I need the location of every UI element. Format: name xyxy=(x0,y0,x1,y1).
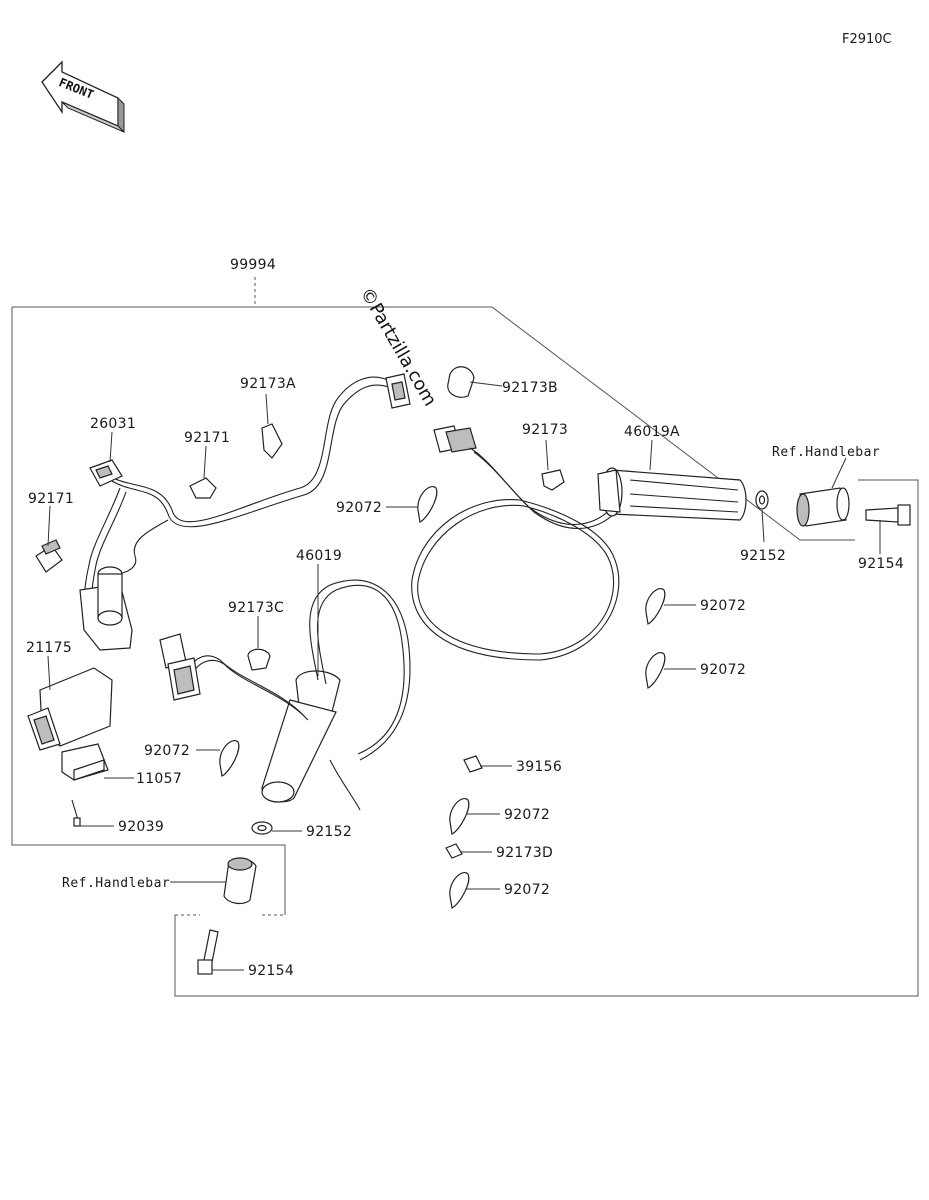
wiring-harness xyxy=(79,373,411,651)
washer-92152-right xyxy=(755,490,769,510)
clip-92072-b xyxy=(645,588,666,625)
left-connector xyxy=(159,633,201,701)
label-92173C: 92173C xyxy=(228,600,284,616)
label-21175: 21175 xyxy=(26,640,72,656)
screw-92039 xyxy=(71,799,81,827)
label-92173B: 92173B xyxy=(502,380,558,396)
label-99994: 99994 xyxy=(230,257,276,273)
right-grip-wire xyxy=(411,425,620,661)
leader-lines xyxy=(47,381,881,971)
clip-92072-f xyxy=(449,872,470,909)
bolt-92154-left xyxy=(197,929,219,975)
control-unit-21175 xyxy=(27,667,113,751)
pad-39156 xyxy=(463,755,483,773)
label-92072-f: 92072 xyxy=(504,882,550,898)
clamp-92171-top xyxy=(189,477,217,499)
label-92154-right: 92154 xyxy=(858,556,904,572)
label-92152-left: 92152 xyxy=(306,824,352,840)
label-26031: 26031 xyxy=(90,416,136,432)
handlebar-end-left xyxy=(223,857,257,905)
label-46019: 46019 xyxy=(296,548,342,564)
label-ref-handlebar-right: Ref.Handlebar xyxy=(772,445,880,460)
label-92173D: 92173D xyxy=(496,845,553,861)
clip-92072-a xyxy=(417,486,438,523)
handlebar-end-right xyxy=(796,487,850,527)
label-ref-handlebar-left: Ref.Handlebar xyxy=(62,876,170,891)
label-92173: 92173 xyxy=(522,422,568,438)
clamp-92173A xyxy=(261,423,283,459)
clamp-92171-left xyxy=(35,539,63,573)
label-11057: 11057 xyxy=(136,771,182,787)
bracket-11057 xyxy=(61,743,109,781)
nut-92173D xyxy=(445,843,463,859)
front-arrow-icon: FRONT xyxy=(41,60,125,134)
label-92152-right: 92152 xyxy=(740,548,786,564)
label-92072-e: 92072 xyxy=(504,807,550,823)
label-92173A: 92173A xyxy=(240,376,296,392)
label-46019A: 46019A xyxy=(624,424,680,440)
label-92171-left: 92171 xyxy=(28,491,74,507)
washer-92152-left xyxy=(251,821,273,835)
label-92072-d: 92072 xyxy=(144,743,190,759)
label-92072-b: 92072 xyxy=(700,598,746,614)
clip-92173 xyxy=(541,469,565,491)
label-92072-a: 92072 xyxy=(336,500,382,516)
label-92171-top: 92171 xyxy=(184,430,230,446)
label-39156: 39156 xyxy=(516,759,562,775)
diagram-code: F2910C xyxy=(842,32,892,47)
label-92039: 92039 xyxy=(118,819,164,835)
clip-92072-e xyxy=(449,798,470,835)
assembly-frame xyxy=(11,277,919,997)
grip-heater-46019 xyxy=(187,579,411,811)
clip-92072-d xyxy=(219,740,240,777)
clamp-92173B xyxy=(447,366,475,398)
label-92072-c: 92072 xyxy=(700,662,746,678)
clip-92072-c xyxy=(645,652,666,689)
clamp-92173C xyxy=(247,648,271,671)
grip-heater-46019A xyxy=(597,467,747,521)
label-92154-left: 92154 xyxy=(248,963,294,979)
bolt-92154-right xyxy=(865,504,911,526)
